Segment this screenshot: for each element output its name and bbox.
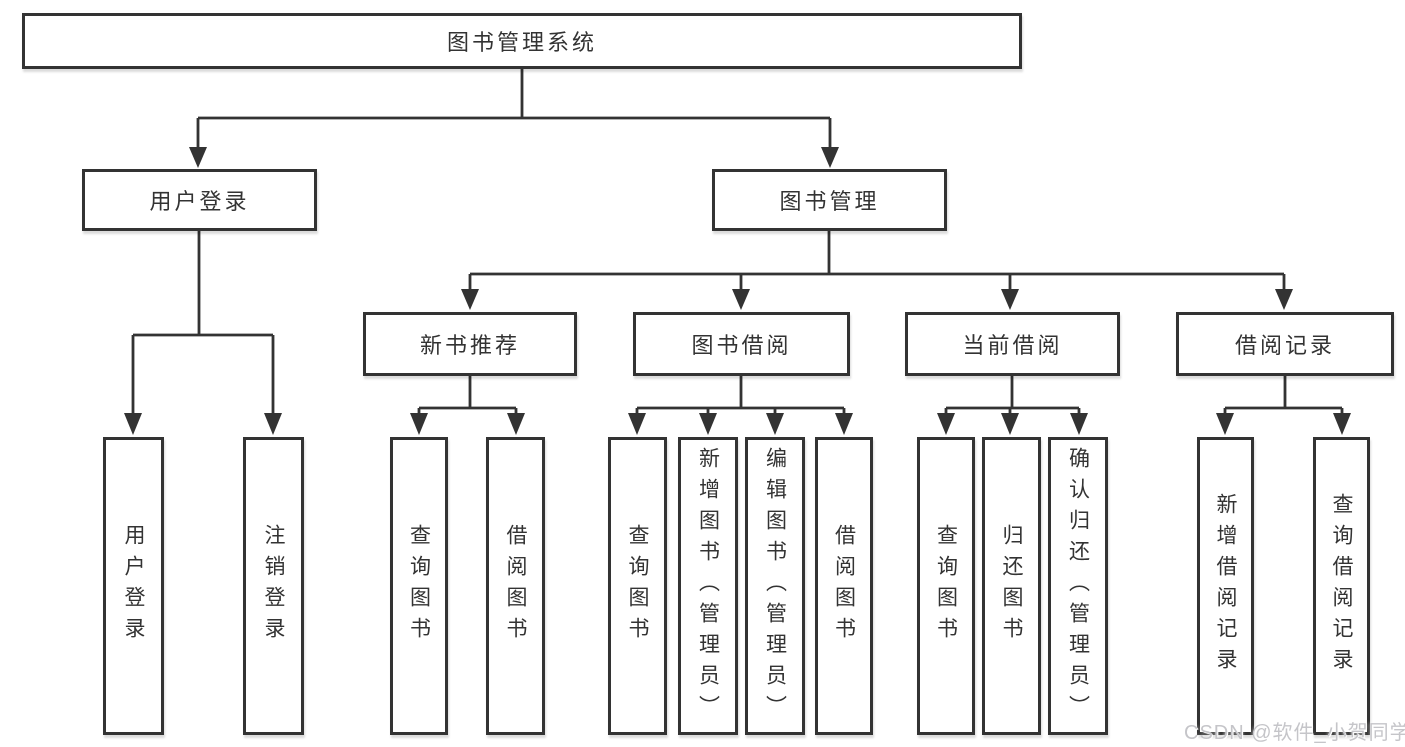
leaf-label: 借阅图书 (832, 524, 856, 648)
edge-current-borrowing-to-children (944, 376, 1081, 416)
node-label: 用户登录 (149, 189, 250, 214)
csdn-watermark: CSDN @软件_小贺同学 (1184, 722, 1405, 744)
node-user-login: 用户登录 (82, 169, 317, 231)
leaf-return-books: 归还图书 (982, 437, 1041, 735)
leaf-query-borrow-record: 查询借阅记录 (1313, 437, 1370, 735)
leaf-label: 查询图书 (934, 524, 958, 648)
leaf-edit-books-admin: 编辑图书（管理员） (745, 437, 805, 735)
leaf-label: 借阅图书 (504, 524, 527, 648)
leaf-label: 查询图书 (626, 524, 649, 648)
leaf-borrow-books-recommend: 借阅图书 (486, 437, 545, 735)
leaf-add-borrow-record: 新增借阅记录 (1197, 437, 1254, 735)
leaf-borrow-books-borrowing: 借阅图书 (815, 437, 873, 735)
arrowheads (124, 147, 1351, 435)
leaf-label: 用户登录 (122, 524, 145, 648)
leaf-label: 新增图书（管理员） (696, 446, 720, 726)
node-book-borrowing: 图书借阅 (633, 312, 850, 376)
leaf-add-books-admin: 新增图书（管理员） (678, 437, 738, 735)
edge-book-borrowing-to-children (635, 376, 846, 416)
node-label: 图书管理 (779, 189, 880, 214)
node-label: 图书借阅 (691, 333, 792, 358)
leaf-label: 查询借阅记录 (1330, 493, 1353, 679)
leaf-label: 确认归还（管理员） (1066, 446, 1090, 726)
node-label: 图书管理系统 (446, 30, 597, 55)
node-label: 当前借阅 (962, 333, 1063, 358)
edge-new-book-recommend-to-children (417, 376, 518, 416)
edge-borrowing-records-to-children (1223, 376, 1344, 416)
leaf-query-books-borrowing: 查询图书 (608, 437, 667, 735)
leaf-confirm-return-admin: 确认归还（管理员） (1048, 437, 1108, 735)
edge-user-login-to-children (131, 231, 275, 416)
node-new-book-recommend: 新书推荐 (363, 312, 577, 376)
node-borrowing-records: 借阅记录 (1176, 312, 1394, 376)
leaf-query-books-recommend: 查询图书 (390, 437, 448, 735)
leaf-logout: 注销登录 (243, 437, 304, 735)
node-book-management: 图书管理 (712, 169, 947, 231)
edge-book-mgmt-to-level3 (468, 231, 1286, 292)
leaf-label: 查询图书 (407, 524, 431, 648)
edge-root-to-level2 (196, 69, 832, 150)
node-library-system: 图书管理系统 (22, 13, 1022, 69)
node-current-borrowing: 当前借阅 (905, 312, 1120, 376)
leaf-query-books-current: 查询图书 (917, 437, 975, 735)
node-label: 借阅记录 (1234, 333, 1335, 358)
leaf-label: 归还图书 (1000, 524, 1023, 648)
leaf-user-login: 用户登录 (103, 437, 164, 735)
leaf-label: 编辑图书（管理员） (763, 446, 787, 726)
leaf-label: 注销登录 (262, 524, 285, 648)
leaf-label: 新增借阅记录 (1214, 493, 1237, 679)
node-label: 新书推荐 (419, 333, 520, 358)
